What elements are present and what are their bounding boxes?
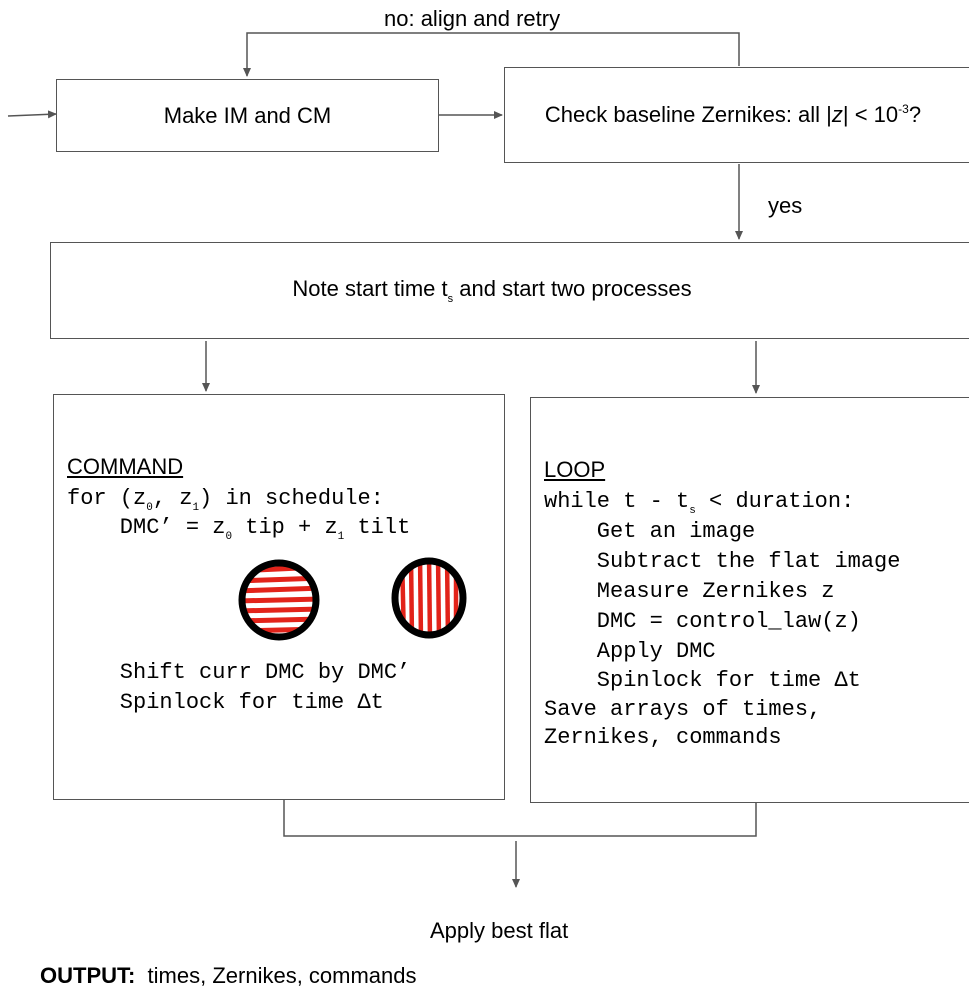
loop-line-7: Spinlock for time Δt — [544, 668, 861, 693]
merge-line — [283, 800, 757, 837]
loop-line-8: Save arrays of times, — [544, 697, 822, 722]
command-line-1: for (z0, z1) in schedule: — [67, 486, 384, 514]
loop-line-2: Get an image — [544, 519, 756, 544]
make-im-cm-box: Make IM and CM — [56, 79, 439, 152]
entry-arrow — [7, 110, 57, 119]
tip-mode-sketch — [238, 559, 320, 641]
check-baseline-box: Check baseline Zernikes: all |z| < 10-3? — [504, 67, 969, 163]
loop-line-4: Measure Zernikes z — [544, 579, 835, 604]
output-value: times, Zernikes, commands — [135, 963, 417, 988]
yes-label: yes — [768, 193, 803, 218]
command-line-3: Shift curr DMC by DMC’ — [67, 660, 411, 685]
loop-box — [530, 397, 969, 803]
loop-line-6: Apply DMC — [544, 639, 716, 664]
retry-label: no: align and retry — [384, 6, 561, 31]
loop-line-5: DMC = control_law(z) — [544, 609, 861, 634]
check-baseline-label: Check baseline Zernikes: all |z| < 10-3? — [544, 102, 922, 127]
apply-best-flat-label: Apply best flat — [430, 918, 569, 943]
tilt-mode-sketch — [391, 557, 467, 639]
command-header: COMMAND — [67, 454, 184, 479]
start-processes-label: Note start time ts and start two process… — [292, 276, 692, 305]
make-im-cm-label: Make IM and CM — [163, 102, 332, 128]
output-line: OUTPUT: times, Zernikes, commands — [40, 963, 417, 989]
loop-line-1: while t - ts < duration: — [544, 489, 855, 517]
command-line-2: DMC’ = z0 tip + z1 tilt — [67, 515, 411, 543]
retry-arrow — [243, 32, 740, 77]
loop-line-3: Subtract the flat image — [544, 549, 901, 574]
command-line-4: Spinlock for time Δt — [67, 690, 384, 715]
loop-line-9: Zernikes, commands — [544, 725, 782, 750]
loop-header: LOOP — [544, 457, 606, 482]
output-label: OUTPUT: — [40, 963, 136, 988]
start-processes-box: Note start time ts and start two process… — [50, 242, 969, 339]
